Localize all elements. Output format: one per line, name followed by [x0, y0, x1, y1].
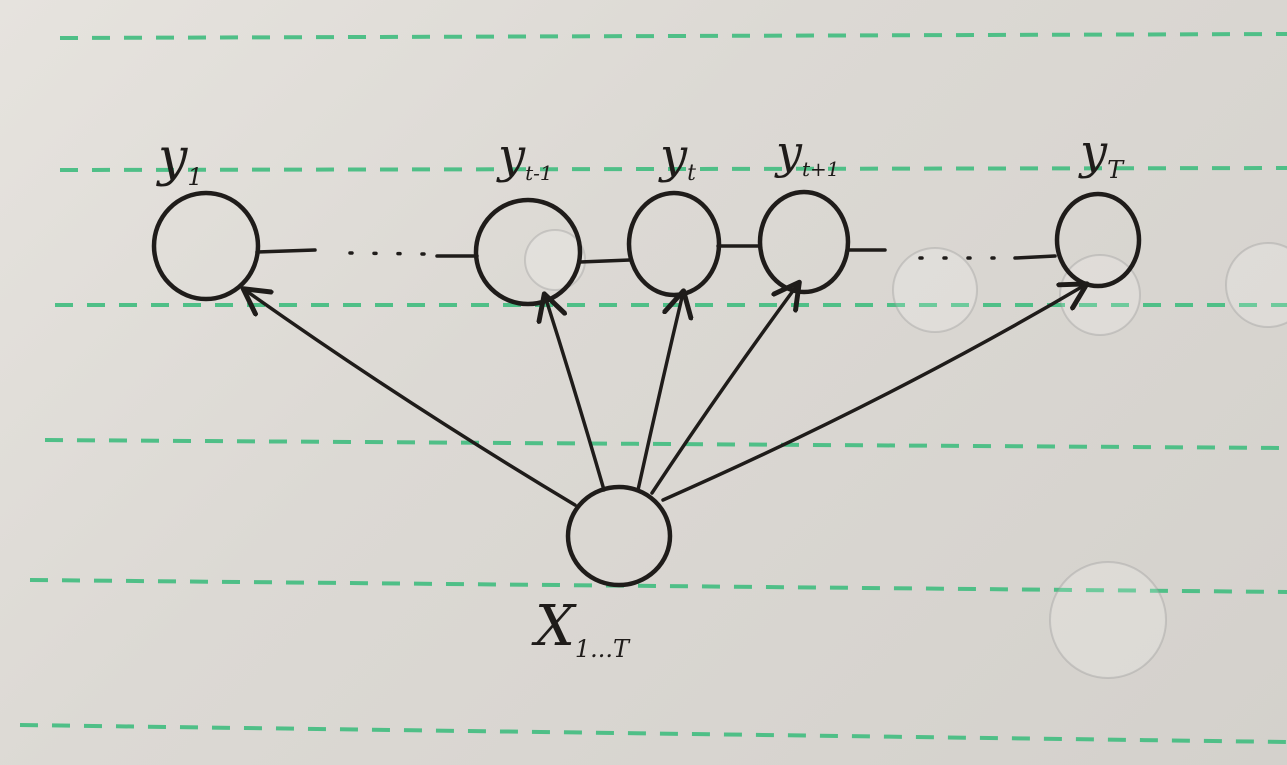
- rule-line: [19, 723, 1287, 744]
- chain-edge-y1-stub: [255, 248, 317, 254]
- edge-x-yt: [636, 293, 683, 492]
- label-y-t-plus-1: yt+1: [774, 125, 840, 181]
- rule-line: [29, 578, 1287, 594]
- rule-line: [59, 32, 1287, 40]
- rule-line: [44, 438, 1287, 450]
- chain-edge-ytm1-yt: [578, 258, 632, 264]
- label-y1: y1: [156, 128, 203, 191]
- chain-edges: [255, 244, 1057, 264]
- show-through-marks: [524, 229, 1287, 679]
- ghost-circle: [892, 247, 978, 333]
- node-y-t: [626, 190, 722, 298]
- node-y-t-minus-1: [473, 197, 583, 307]
- label-y-t-minus-1: yt-1: [496, 128, 553, 185]
- chain-edge-yT-stub: [1013, 254, 1057, 260]
- output-nodes: [151, 189, 1142, 307]
- node-x: [565, 484, 673, 588]
- edge-x-yT: [661, 285, 1085, 502]
- ghost-circle: [1059, 254, 1141, 336]
- chain-edge-y1-dotted: [348, 251, 427, 256]
- label-x: X1...T: [531, 594, 631, 663]
- rule-line: [59, 166, 1287, 172]
- node-labels: y1 yt-1 yt yt+1 yT X1...T: [156, 124, 1125, 663]
- ghost-circle: [1049, 561, 1167, 679]
- edge-x-ytp1: [650, 284, 798, 495]
- ghost-circle: [1225, 242, 1287, 328]
- input-edges: [245, 284, 1085, 507]
- label-y-t: yt: [658, 128, 696, 186]
- edge-x-ytm1: [545, 296, 606, 492]
- input-node: [565, 484, 673, 588]
- label-y-T: yT: [1078, 124, 1125, 184]
- node-y-t-plus-1: [757, 189, 851, 295]
- node-y1: [151, 190, 261, 302]
- edge-x-y1: [245, 290, 577, 507]
- node-y-T: [1054, 191, 1142, 289]
- ghost-circle: [524, 229, 586, 291]
